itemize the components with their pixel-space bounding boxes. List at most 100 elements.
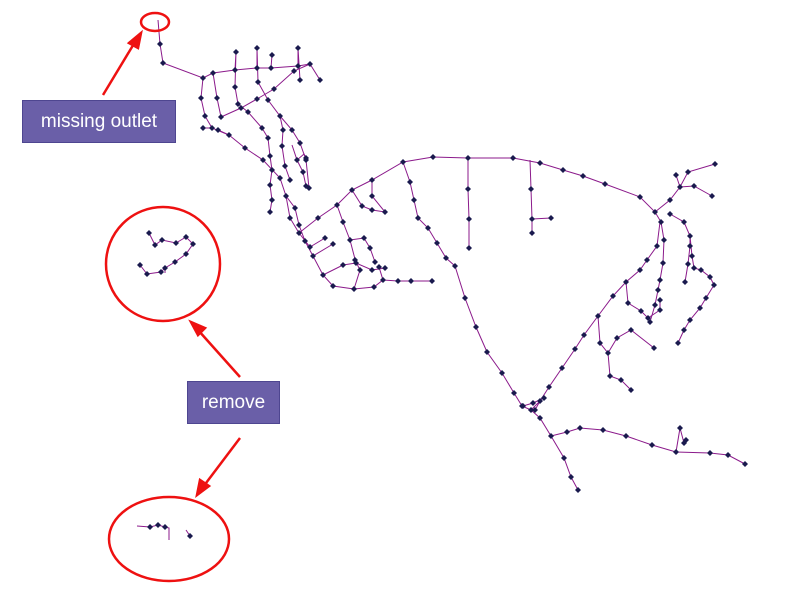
network-node	[510, 155, 516, 161]
network-node	[267, 182, 273, 188]
network-node	[347, 237, 353, 243]
network-node	[218, 114, 224, 120]
network-node	[408, 278, 414, 284]
network-node	[677, 425, 683, 431]
network-node	[673, 172, 679, 178]
network-node	[269, 197, 275, 203]
network-node	[707, 274, 713, 280]
network-node	[618, 377, 624, 383]
network-node	[162, 524, 168, 530]
network-node	[443, 255, 449, 261]
network-node	[214, 95, 220, 101]
network-node	[572, 346, 578, 352]
network-node	[577, 425, 583, 431]
network-node	[200, 75, 206, 81]
network-node	[595, 313, 601, 319]
network-node	[183, 251, 189, 257]
pipe-segment	[654, 163, 716, 213]
pipe-segment	[349, 237, 376, 263]
network-node	[267, 153, 273, 159]
network-node	[559, 365, 565, 371]
network-node	[625, 300, 631, 306]
network-node	[657, 297, 663, 303]
network-node	[652, 302, 658, 308]
network-node	[425, 225, 431, 231]
network-node	[296, 230, 302, 236]
network-node	[628, 387, 634, 393]
network-node	[657, 277, 663, 283]
network-node	[575, 487, 581, 493]
network-node	[637, 267, 643, 273]
network-node	[466, 245, 472, 251]
network-node	[691, 183, 697, 189]
network-node	[361, 235, 367, 241]
network-node	[144, 271, 150, 277]
network-node	[271, 86, 277, 92]
network-node	[277, 113, 283, 119]
network-node	[297, 140, 303, 146]
network-node	[581, 332, 587, 338]
network-node	[315, 215, 321, 221]
network-node	[685, 169, 691, 175]
network-node	[395, 278, 401, 284]
network-node	[499, 370, 505, 376]
pipe-segment	[291, 144, 307, 187]
network-node	[287, 215, 293, 221]
network-node	[157, 41, 163, 47]
network-node	[568, 474, 574, 480]
network-node	[310, 253, 316, 259]
network-node	[367, 245, 373, 251]
network-node	[159, 237, 165, 243]
network-node	[564, 429, 570, 435]
network-node	[607, 373, 613, 379]
network-node	[330, 241, 336, 247]
network-node	[340, 262, 346, 268]
network-node	[683, 437, 689, 443]
network-node	[268, 65, 274, 71]
network-node	[183, 234, 189, 240]
network-node	[303, 155, 309, 161]
network-node	[644, 257, 650, 263]
network-node	[537, 398, 543, 404]
network-node	[162, 265, 168, 271]
network-node	[529, 230, 535, 236]
network-node	[711, 282, 717, 288]
network-node	[600, 427, 606, 433]
pipe-segment	[322, 262, 386, 276]
network-node	[528, 407, 534, 413]
remove-label: remove	[187, 381, 280, 424]
network-node	[667, 211, 673, 217]
network-node	[137, 262, 143, 268]
network-node	[292, 205, 298, 211]
network-node	[296, 222, 302, 228]
network-node	[238, 105, 244, 111]
network-node	[295, 63, 301, 69]
network-node	[623, 279, 629, 285]
network-node	[173, 240, 179, 246]
network-node	[232, 67, 238, 73]
network-node	[200, 125, 206, 131]
network-node	[687, 317, 693, 323]
network-node	[623, 433, 629, 439]
network-node	[259, 125, 265, 131]
network-node	[330, 283, 336, 289]
pipe-segment	[529, 159, 533, 233]
network-node	[307, 61, 313, 67]
network-node	[548, 433, 554, 439]
network-node	[307, 244, 313, 250]
network-node	[691, 265, 697, 271]
network-node	[147, 524, 153, 530]
network-node	[657, 307, 663, 313]
pipe-segment	[679, 185, 713, 197]
network-node	[158, 269, 164, 275]
network-node	[209, 125, 215, 131]
pipe-segment	[285, 195, 432, 290]
pipe-segment	[607, 352, 632, 391]
network-node	[242, 145, 248, 151]
network-node	[698, 267, 704, 273]
network-node	[369, 267, 375, 273]
network-node	[255, 79, 261, 85]
pipe-segment	[454, 265, 532, 411]
pipe-segment	[336, 204, 357, 264]
pipe-segment	[649, 221, 665, 323]
